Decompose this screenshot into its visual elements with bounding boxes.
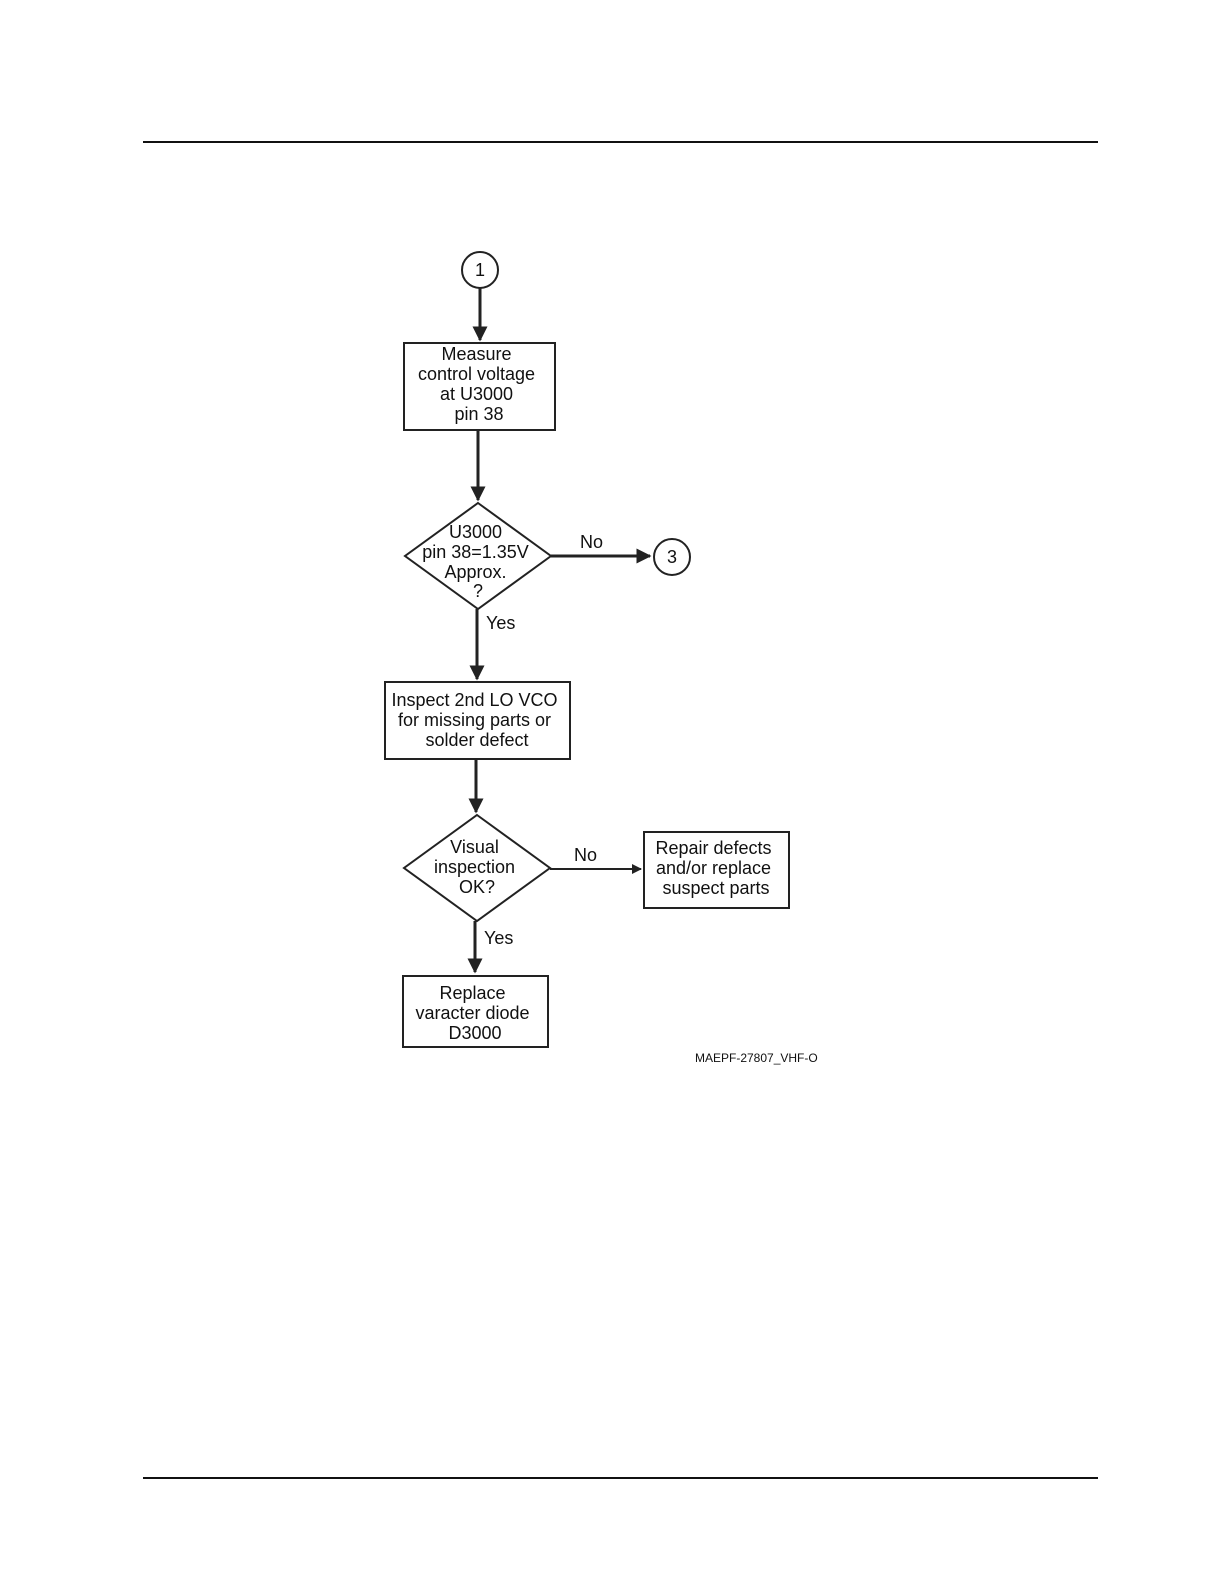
measure-line-3: at U3000 [440, 384, 513, 404]
measure-process-node: Measure control voltage at U3000 pin 38 [404, 343, 555, 430]
voltage-decision-line-4: ? [473, 581, 483, 601]
measure-line-1: Measure [441, 344, 511, 364]
connector-3-node: 3 [654, 539, 690, 575]
voltage-decision-line-2: pin 38=1.35V [422, 542, 529, 562]
repair-line-2: and/or replace [656, 858, 771, 878]
replace-line-2: varacter diode [415, 1003, 529, 1023]
repair-text: Repair defects and/or replace suspect pa… [655, 838, 776, 898]
connector-1-label: 1 [475, 260, 485, 280]
repair-line-3: suspect parts [662, 878, 769, 898]
voltage-no-label: No [580, 532, 603, 552]
visual-yes-label: Yes [484, 928, 513, 948]
figure-id: MAEPF-27807_VHF-O [695, 1051, 818, 1065]
replace-line-1: Replace [439, 983, 505, 1003]
visual-decision-line-3: OK? [459, 877, 495, 897]
voltage-decision-node: U3000 pin 38=1.35V Approx. ? [405, 503, 551, 609]
repair-line-1: Repair defects [655, 838, 771, 858]
connector-1-node: 1 [462, 252, 498, 288]
voltage-decision-line-1: U3000 [449, 522, 502, 542]
voltage-decision-line-3: Approx. [444, 562, 506, 582]
inspect-line-3: solder defect [425, 730, 528, 750]
connector-3-label: 3 [667, 547, 677, 567]
visual-decision-line-1: Visual [450, 837, 499, 857]
visual-decision-node: Visual inspection OK? [404, 815, 550, 921]
voltage-yes-label: Yes [486, 613, 515, 633]
inspect-process-node: Inspect 2nd LO VCO for missing parts or … [385, 682, 570, 759]
inspect-line-2: for missing parts or [398, 710, 551, 730]
replace-line-3: D3000 [448, 1023, 501, 1043]
visual-decision-line-2: inspection [434, 857, 515, 877]
inspect-line-1: Inspect 2nd LO VCO [391, 690, 557, 710]
measure-line-2: control voltage [418, 364, 535, 384]
repair-process-node: Repair defects and/or replace suspect pa… [644, 832, 789, 908]
measure-line-4: pin 38 [454, 404, 503, 424]
replace-process-node: Replace varacter diode D3000 [403, 976, 548, 1047]
visual-no-label: No [574, 845, 597, 865]
